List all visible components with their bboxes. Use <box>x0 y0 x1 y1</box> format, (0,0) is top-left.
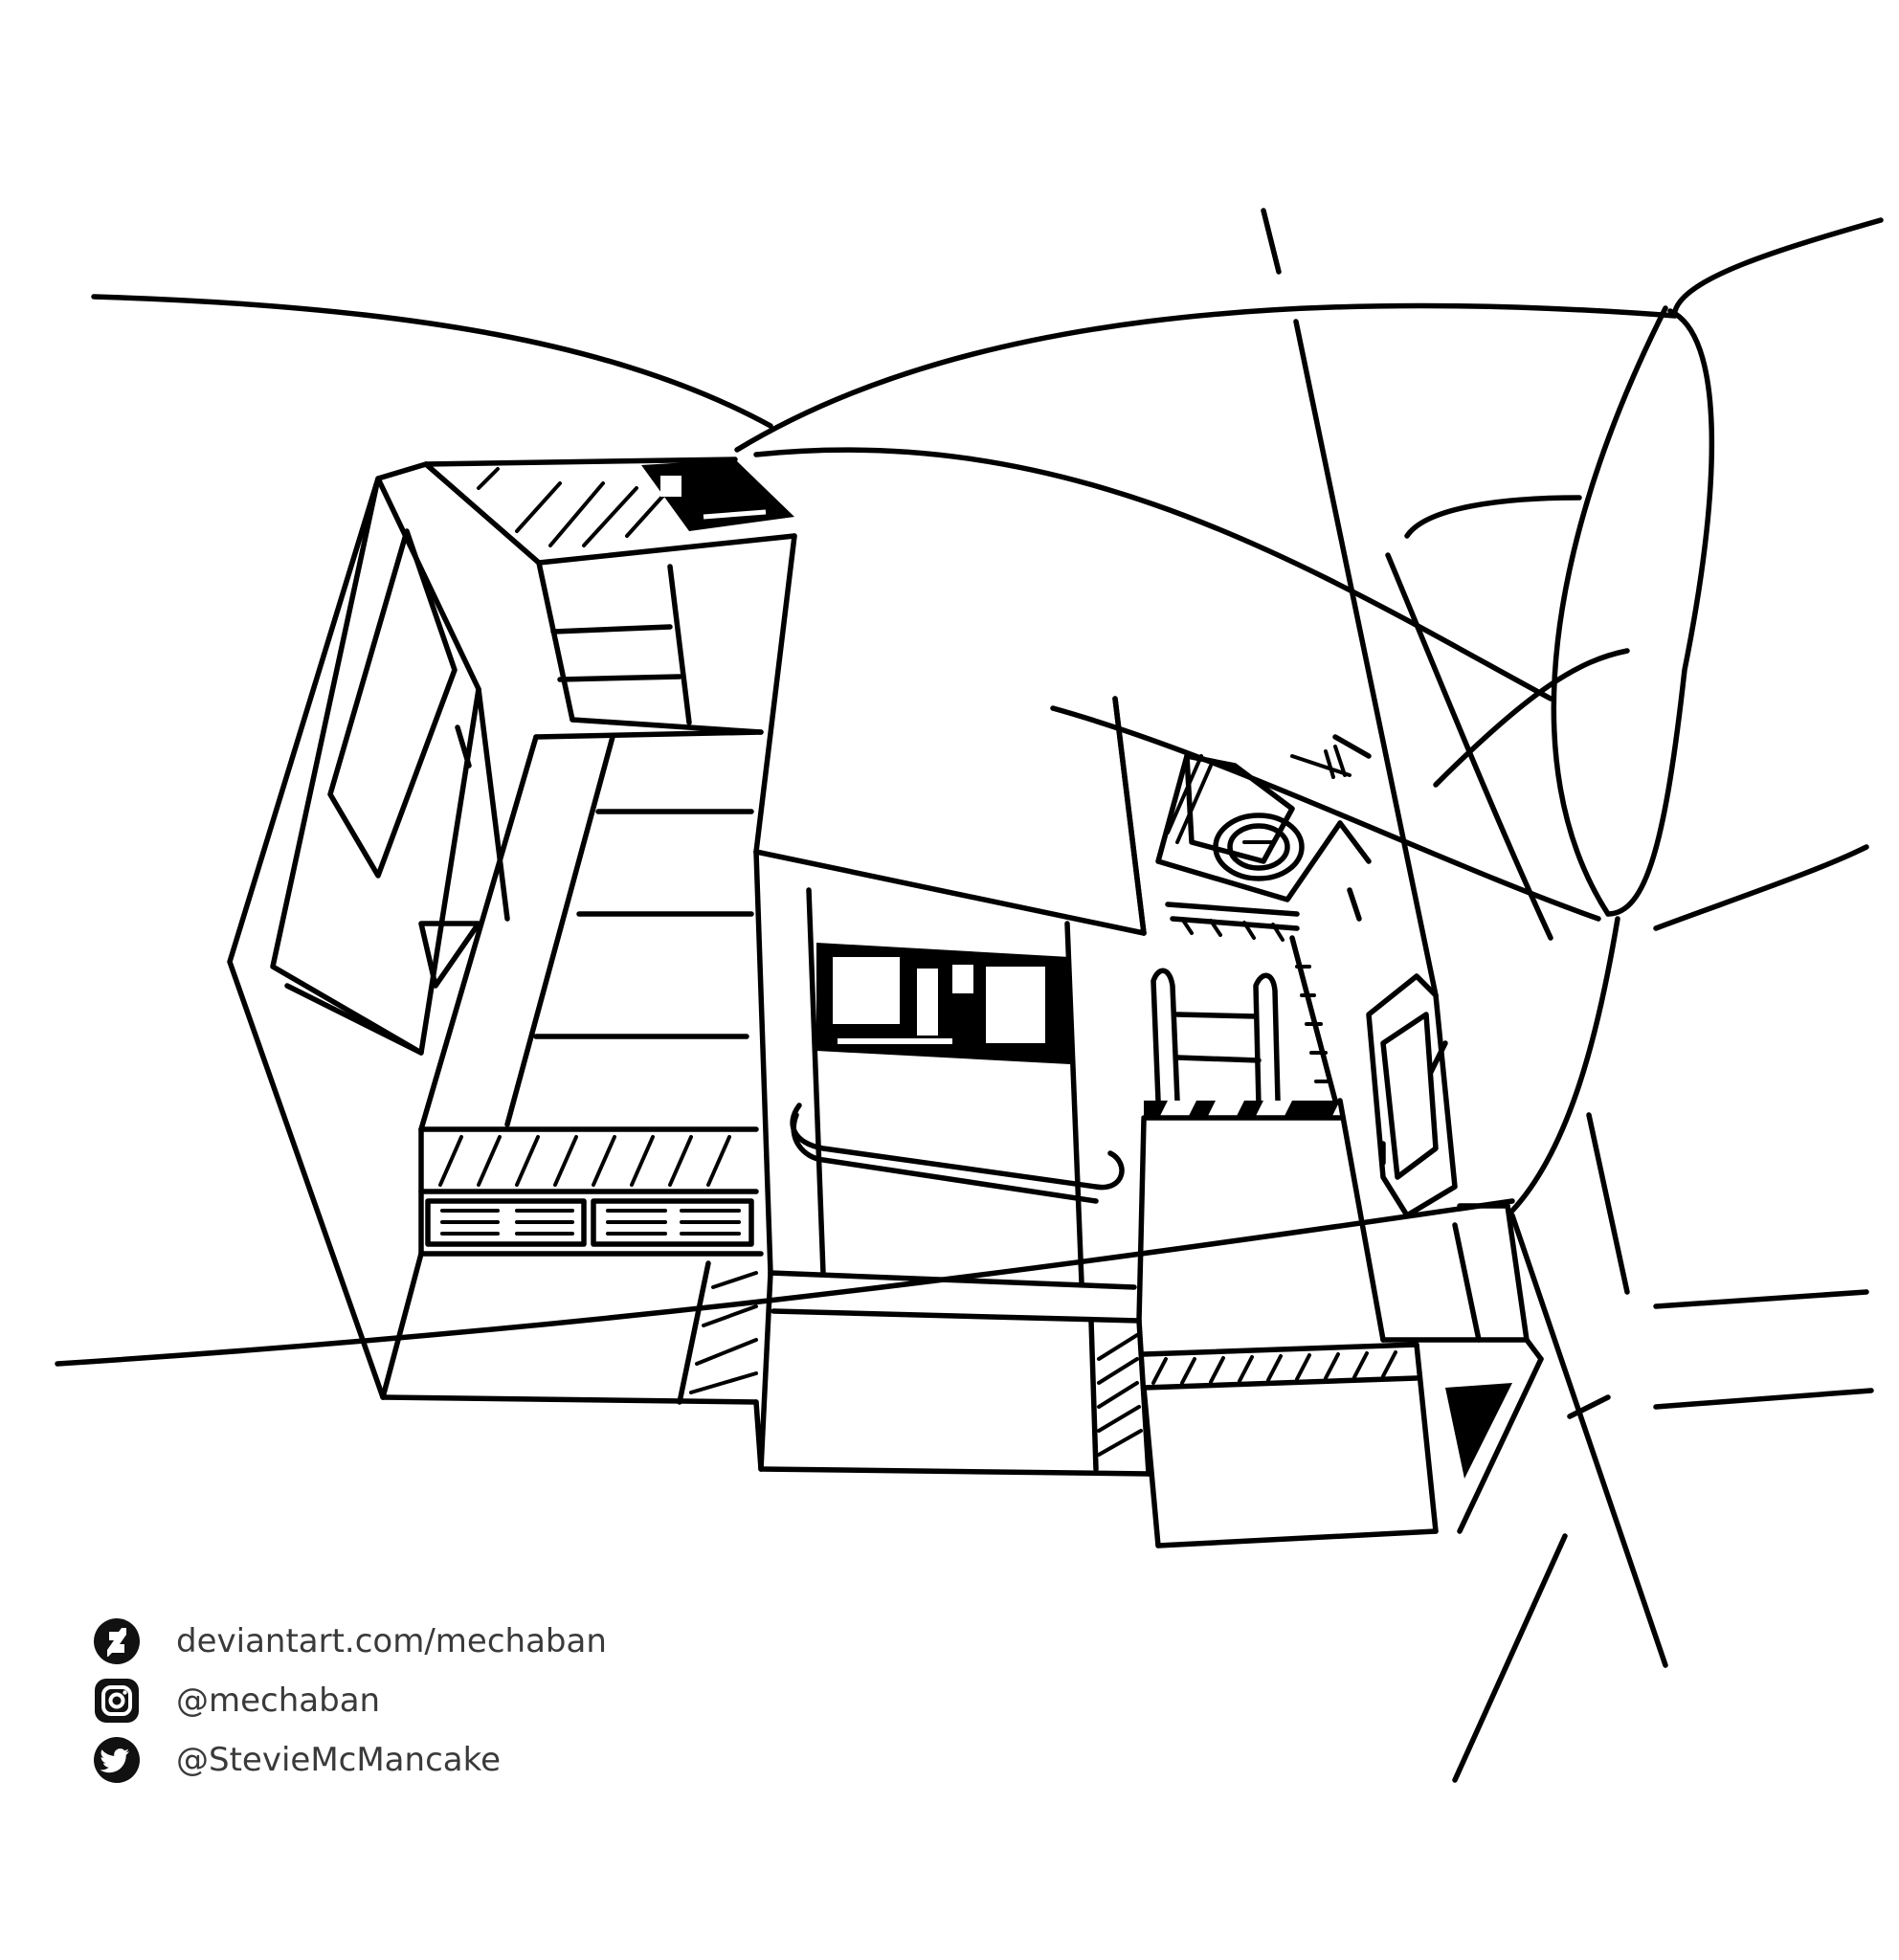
deviantart-icon <box>92 1616 142 1666</box>
social-row-instagram[interactable]: @mechaban <box>92 1671 685 1730</box>
social-row-twitter[interactable]: @StevieMcMancake <box>92 1730 685 1790</box>
deviantart-link[interactable]: deviantart.com/mechaban <box>176 1622 607 1660</box>
instagram-handle[interactable]: @mechaban <box>176 1682 381 1720</box>
social-row-deviantart[interactable]: deviantart.com/mechaban <box>92 1612 685 1671</box>
twitter-icon <box>92 1735 142 1785</box>
twitter-handle[interactable]: @StevieMcMancake <box>176 1741 501 1779</box>
instagram-icon <box>92 1676 142 1726</box>
social-links: deviantart.com/mechaban @mechaban @Ste <box>92 1612 685 1790</box>
